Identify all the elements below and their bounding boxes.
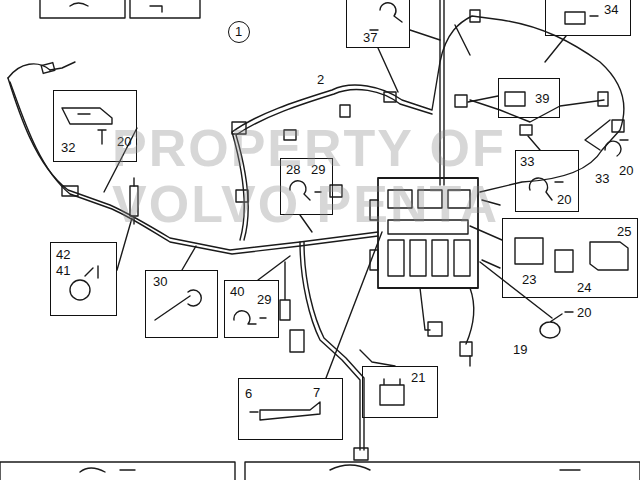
callout-number: 21 bbox=[411, 371, 425, 385]
callout-number: 42 bbox=[56, 248, 70, 262]
inset-box: 40 29 bbox=[224, 280, 279, 338]
inset-box: 67 bbox=[238, 378, 343, 440]
inset-box: 30 bbox=[145, 270, 218, 338]
callout-number: 33 bbox=[594, 172, 610, 186]
callout-number: 33 bbox=[520, 155, 534, 169]
inset-box: 34 bbox=[545, 0, 631, 36]
callout-number: 6 bbox=[245, 387, 252, 401]
callout-number: 24 bbox=[577, 281, 591, 295]
callout-number: 25 bbox=[617, 225, 631, 239]
inset-box: 4241 bbox=[50, 242, 117, 316]
callout-number: 20 bbox=[557, 193, 571, 207]
callout-number: 37 bbox=[363, 31, 377, 45]
callout-number: 20 bbox=[618, 164, 634, 178]
watermark: PROPERTY OF VOLVO PENTA bbox=[112, 120, 582, 232]
callout-number: 40 bbox=[230, 285, 244, 299]
callout-number: 41 bbox=[56, 264, 70, 278]
callout-number: 39 bbox=[535, 92, 549, 106]
callout-number: 1 bbox=[235, 25, 242, 39]
inset-box: 39 bbox=[498, 78, 560, 118]
callout-number: 34 bbox=[604, 3, 618, 17]
inset-box: 21 bbox=[362, 366, 438, 418]
callout-number: 7 bbox=[313, 386, 320, 400]
callout-number: 29 bbox=[257, 293, 271, 307]
callout-number: 30 bbox=[153, 275, 167, 289]
callout-number: 2 bbox=[316, 73, 325, 87]
callout-number: 23 bbox=[522, 273, 536, 287]
figure-number-circle: 1 bbox=[228, 21, 250, 43]
callout-number: 19 bbox=[512, 343, 528, 357]
inset-box: 25 23 24 bbox=[502, 218, 638, 298]
inset-box: 33 20 bbox=[515, 150, 579, 212]
callout-number: 32 bbox=[61, 141, 75, 155]
callout-number: 20 bbox=[576, 306, 592, 320]
inset-box: 37 bbox=[346, 0, 410, 48]
